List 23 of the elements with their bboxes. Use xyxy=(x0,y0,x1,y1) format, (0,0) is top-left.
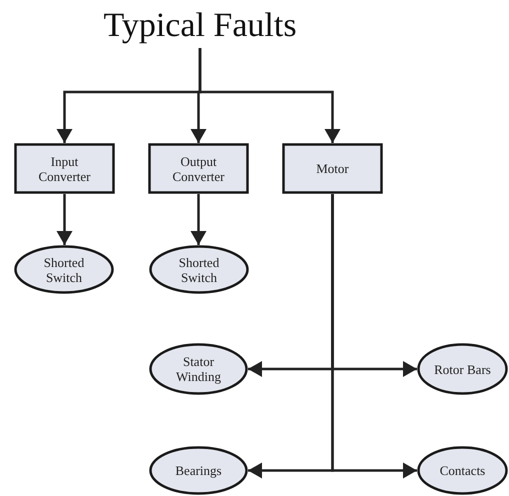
process-box xyxy=(282,143,383,194)
process-box xyxy=(148,143,249,194)
fault-ellipse xyxy=(14,245,114,294)
arrow xyxy=(56,194,72,245)
fault-ellipse xyxy=(149,446,248,495)
arrow xyxy=(198,48,340,143)
fault-ellipse xyxy=(417,446,508,495)
node-label: Contacts xyxy=(440,463,486,478)
fault-ellipse xyxy=(149,245,249,294)
node-label: Output Converter xyxy=(172,154,226,184)
fault-ellipse xyxy=(417,343,508,395)
node-label: Shorted Switch xyxy=(42,254,86,284)
node-label: Bearings xyxy=(175,463,222,478)
process-box xyxy=(14,143,115,194)
node-label: Shorted Switch xyxy=(178,254,220,284)
arrow xyxy=(331,194,417,478)
node-label: Rotor Bars xyxy=(434,362,491,376)
node-label: Input Converter xyxy=(38,154,92,184)
title-text: Typical Faults xyxy=(103,7,297,45)
node-label: Stator Winding xyxy=(175,354,222,384)
fault-ellipse xyxy=(149,343,248,395)
arrow xyxy=(190,194,206,245)
node-label: Motor xyxy=(316,161,349,176)
